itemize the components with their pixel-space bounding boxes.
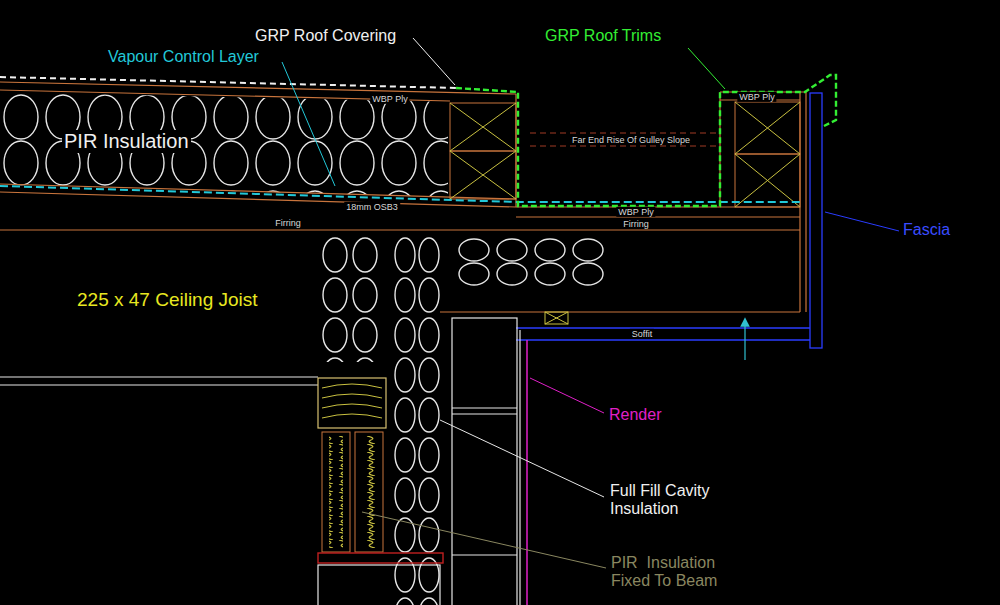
callout-label: GRP Roof Covering bbox=[255, 27, 396, 45]
membranes bbox=[0, 75, 836, 206]
member-label: 225 x 47 Ceiling Joist bbox=[75, 289, 260, 311]
timber-deck bbox=[0, 82, 806, 312]
part-label: WBP Ply bbox=[737, 92, 776, 102]
part-label: WBP Ply bbox=[370, 94, 409, 104]
render-line bbox=[526, 340, 528, 605]
ventilation-arrow bbox=[744, 322, 745, 360]
fascia-soffit bbox=[516, 93, 822, 348]
callout-label: Fascia bbox=[903, 221, 950, 239]
part-label: Soffit bbox=[630, 329, 654, 339]
part-label: Firring bbox=[273, 218, 303, 228]
timber-blocks bbox=[450, 102, 800, 324]
callout-label: Vapour Control Layer bbox=[108, 48, 259, 66]
gulley-slope-lines bbox=[530, 133, 718, 146]
callout-label: PIR Insulation Fixed To Beam bbox=[611, 554, 751, 591]
wall bbox=[0, 318, 520, 605]
part-label: WBP Ply bbox=[616, 207, 655, 217]
part-label: Firring bbox=[621, 219, 651, 229]
callout-label: Render bbox=[609, 406, 661, 424]
part-label: 18mm OSB3 bbox=[344, 202, 400, 212]
callout-label: Full Fill Cavity Insulation bbox=[610, 482, 750, 519]
material-label: PIR Insulation bbox=[62, 130, 191, 153]
callout-label: GRP Roof Trims bbox=[545, 27, 661, 45]
part-label: Far End Rise Of Gulley Slope bbox=[570, 135, 692, 145]
beam bbox=[318, 378, 443, 563]
leader-lines bbox=[282, 38, 899, 568]
